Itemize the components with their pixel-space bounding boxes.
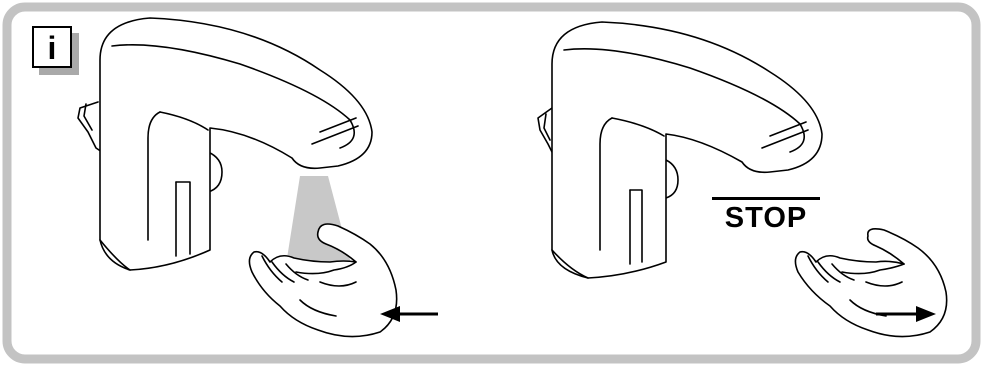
right-hand-icon <box>795 229 946 337</box>
info-icon: i <box>32 26 72 68</box>
info-letter: i <box>34 28 70 66</box>
right-faucet-icon <box>538 22 822 278</box>
stop-label: STOP <box>712 197 820 236</box>
left-hand-icon <box>249 224 396 337</box>
